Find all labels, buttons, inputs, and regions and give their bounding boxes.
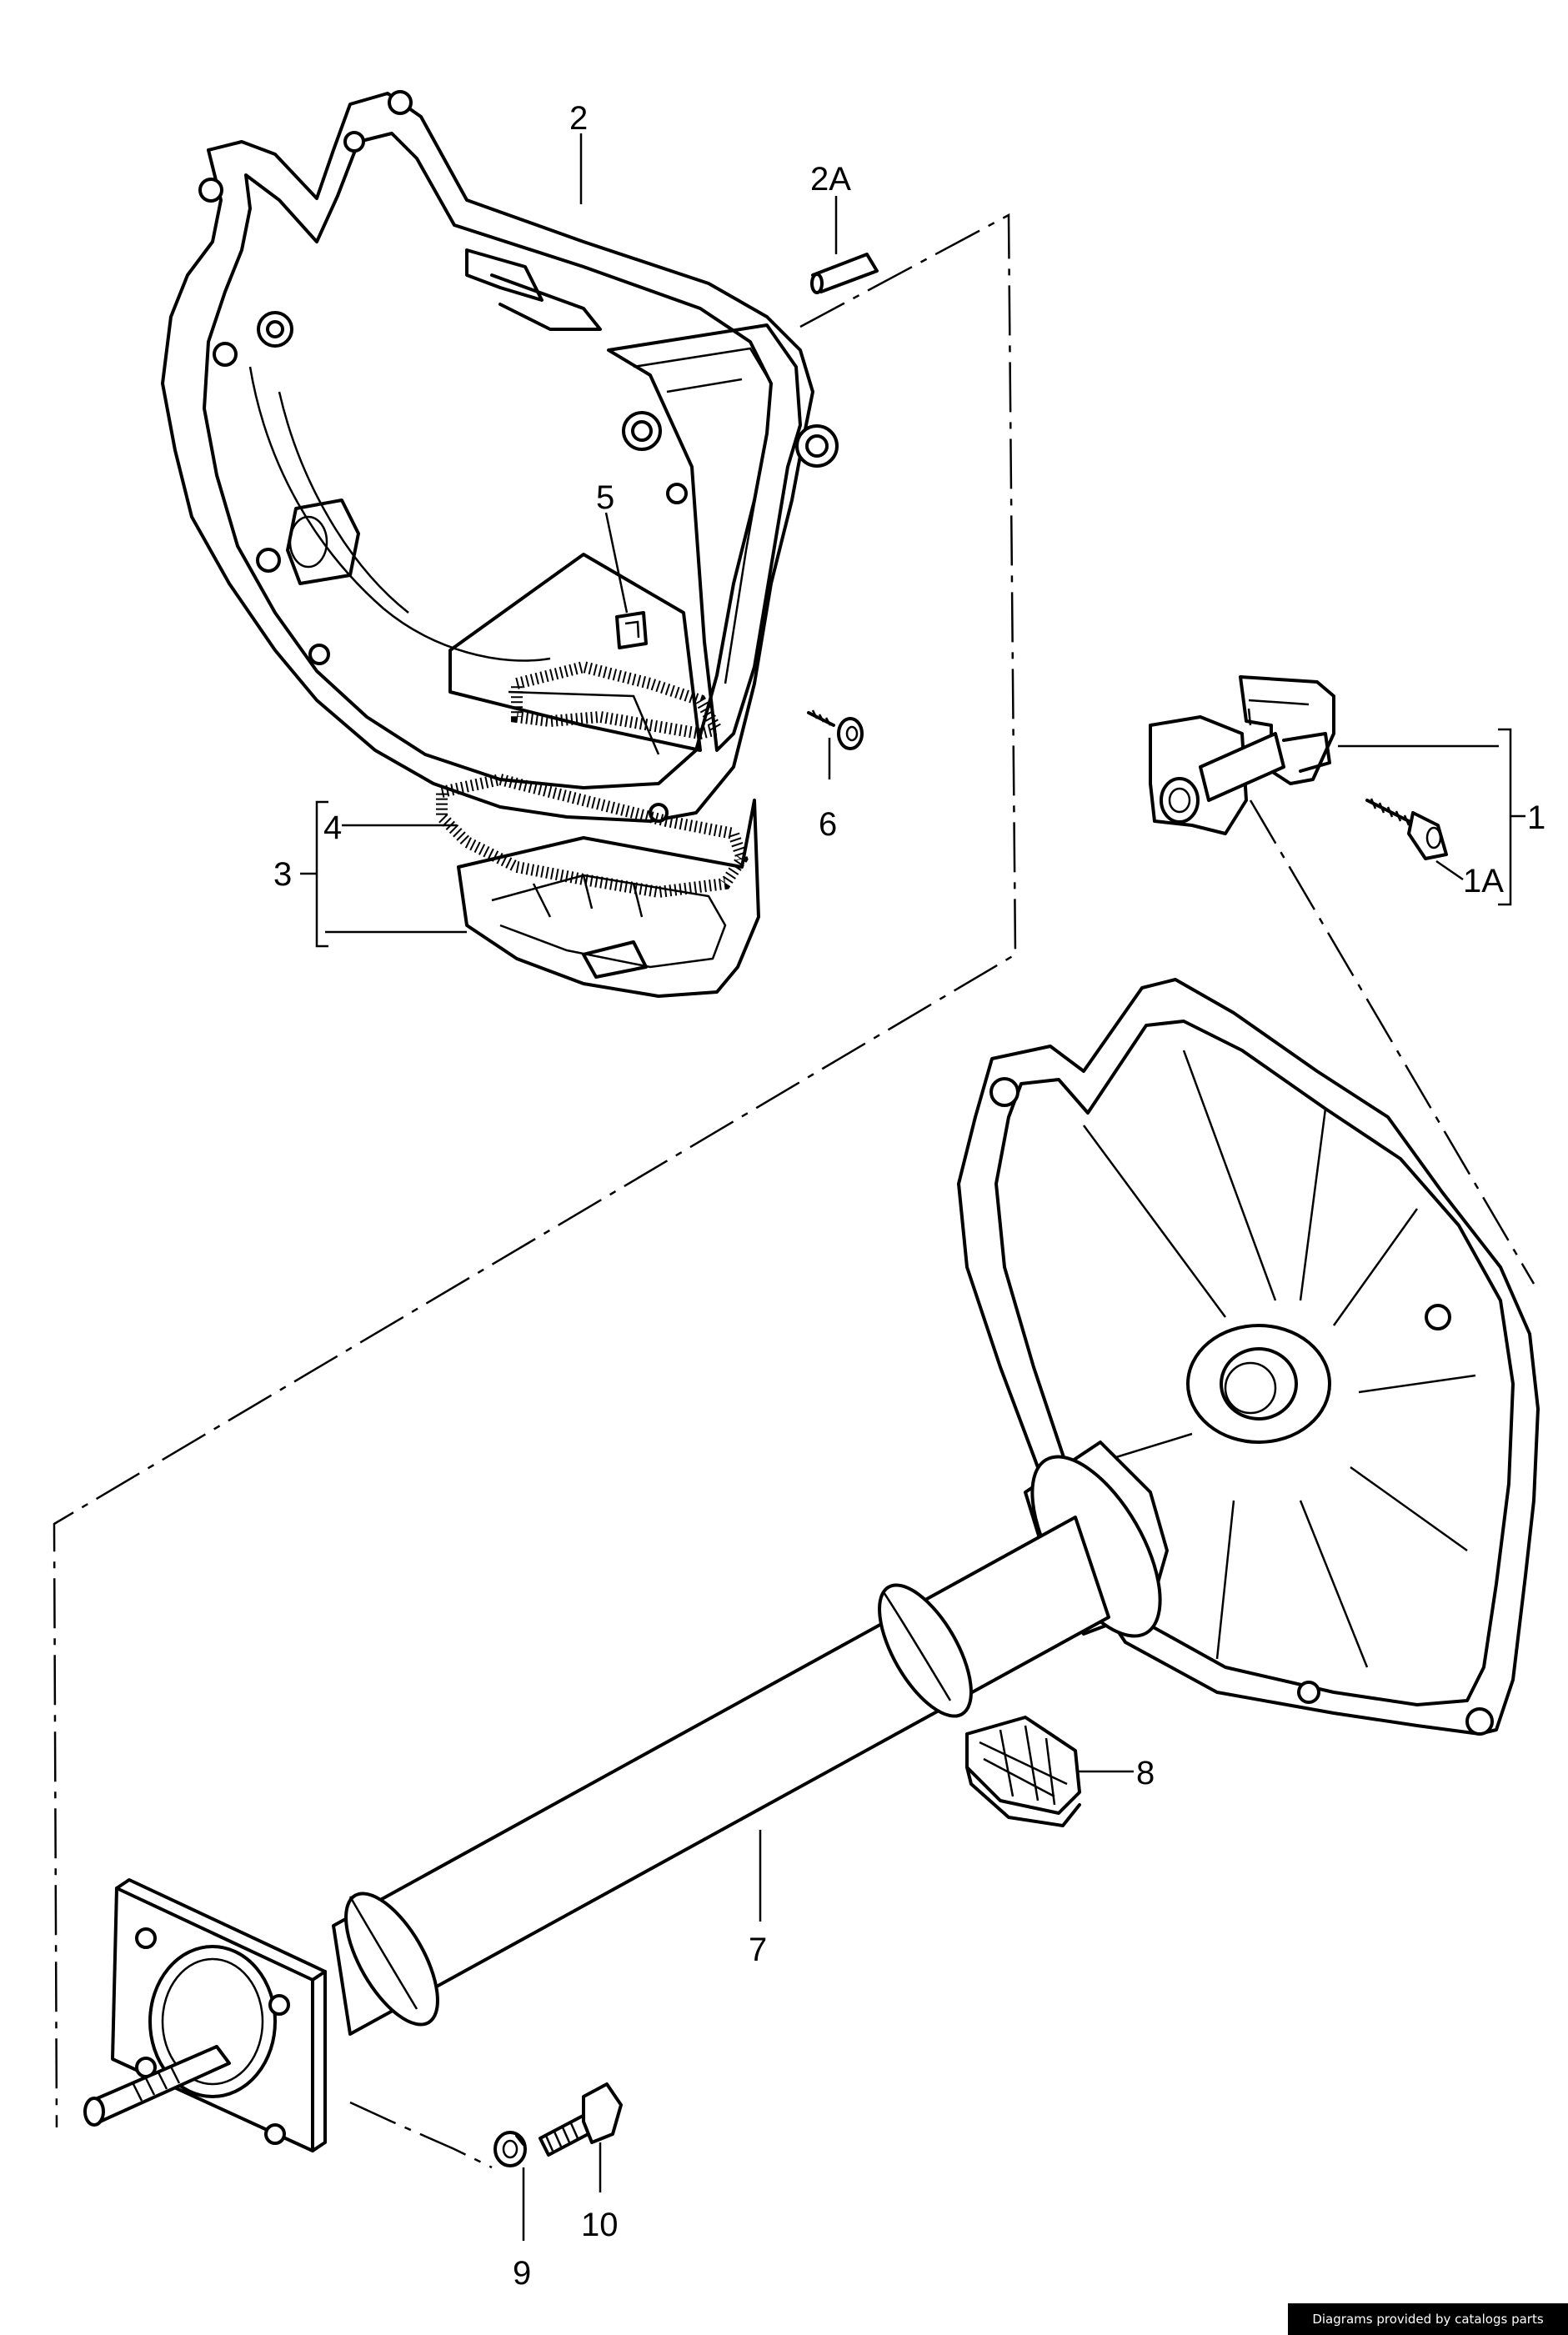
callout-1a: 1A: [1463, 863, 1504, 899]
callout-1: 1: [1527, 799, 1545, 836]
screw-part-6: [807, 709, 864, 750]
callout-10: 10: [581, 2207, 619, 2243]
bracket-part-1: [1149, 675, 1335, 835]
clip-part-5: [615, 611, 648, 649]
grommet-part-8: [965, 1716, 1081, 1827]
leader-lines: [300, 133, 1525, 2241]
callout-4: 4: [323, 809, 342, 846]
callout-9: 9: [513, 2255, 531, 2292]
callout-7: 7: [749, 1932, 767, 1968]
callout-6: 6: [819, 806, 837, 843]
diagram-credit-badge: Diagrams provided by catalogs parts: [1288, 2303, 1568, 2335]
assembly-outline: [53, 213, 1535, 2169]
torque-tube-part-7: [83, 978, 1540, 2152]
callout-8: 8: [1136, 1755, 1155, 1791]
bolt-part-10: [539, 2082, 623, 2157]
bolt-part-1a: [1365, 798, 1448, 860]
cover-plate-part-3: [457, 799, 760, 998]
gasket-part-4: [436, 660, 749, 899]
dowel-pin-part-2a: [810, 253, 879, 294]
callout-2: 2: [569, 100, 588, 137]
callout-2a: 2A: [810, 161, 851, 198]
callout-3: 3: [273, 856, 292, 893]
callout-labels: 2 2A 5 6 4 3 1 1A 8 7 10 9: [273, 100, 1545, 2292]
lock-washer-part-9: [493, 2131, 527, 2167]
bell-housing-part-2: [161, 90, 839, 823]
callout-5: 5: [596, 479, 614, 516]
